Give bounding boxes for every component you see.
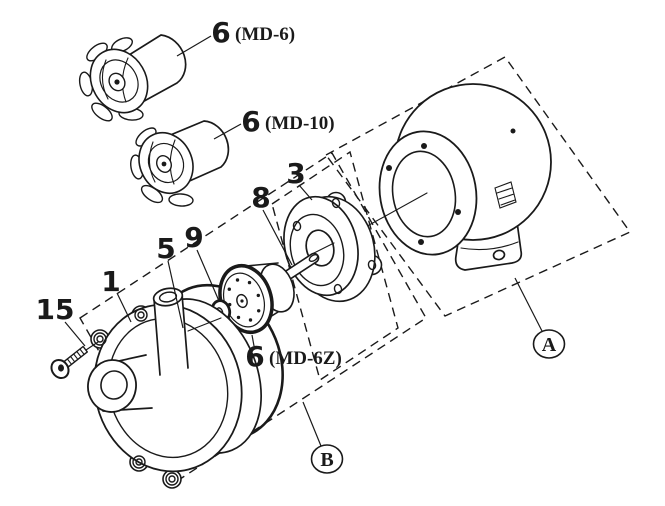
discharge-port-bore bbox=[158, 291, 178, 303]
impeller-md10 bbox=[130, 120, 230, 207]
bracket-mid-ring bbox=[289, 213, 345, 287]
motor-face-hole bbox=[455, 209, 461, 215]
pump-casing-part-1 bbox=[85, 287, 262, 489]
magnet-hub-hole bbox=[240, 299, 244, 303]
bolt-socket bbox=[58, 364, 64, 372]
dashed-outline-part3 bbox=[271, 150, 399, 382]
shaft-end-cap bbox=[308, 253, 319, 263]
leader-md6 bbox=[176, 35, 212, 57]
motor-body-screw bbox=[510, 128, 516, 134]
group-b-letter: B bbox=[320, 449, 333, 471]
motor-face-hole bbox=[421, 143, 427, 149]
magnet-disc-hole bbox=[236, 315, 241, 320]
magnet-disc-hole bbox=[257, 309, 261, 313]
magnet-disc-hole bbox=[235, 278, 240, 282]
casing-bolt-holes bbox=[93, 308, 179, 486]
group-b-circle bbox=[310, 444, 344, 474]
callout-part9: 9 bbox=[184, 221, 203, 254]
casing-center-line bbox=[187, 317, 222, 332]
motor-foot-bend-line bbox=[460, 241, 519, 251]
callout-md6z-number: 6 bbox=[245, 340, 264, 373]
leader-part5 bbox=[167, 260, 184, 329]
motor-vent-grille bbox=[494, 181, 517, 209]
callout-md6-number: 6 bbox=[211, 16, 230, 49]
bracket-ear-hole bbox=[331, 197, 341, 209]
suction-port-bore bbox=[100, 370, 128, 400]
callout-md6z-variant: (MD-6Z) bbox=[269, 348, 342, 369]
magnet-disc-hole bbox=[256, 293, 260, 298]
leader-lines bbox=[64, 35, 543, 447]
bracket-part-3 bbox=[283, 191, 383, 303]
impeller-md6 bbox=[78, 34, 187, 122]
axis-line bbox=[311, 242, 335, 255]
group-b-badge: B bbox=[310, 444, 344, 474]
leader-part15 bbox=[64, 321, 86, 347]
motor-assembly bbox=[378, 83, 552, 271]
callout-md10-number: 6 bbox=[241, 105, 260, 138]
leader-md6z bbox=[251, 334, 255, 347]
bracket-ear-hole bbox=[292, 220, 302, 232]
magnet-assembly-md6z bbox=[218, 262, 295, 334]
group-a-badge: A bbox=[532, 329, 566, 359]
leader-part3 bbox=[298, 184, 313, 201]
callout-part15: 15 bbox=[36, 293, 75, 326]
impeller-vane bbox=[168, 193, 194, 207]
magnet-disc-hole bbox=[248, 318, 253, 322]
leader-group-a bbox=[514, 277, 543, 332]
suction-port-rim bbox=[87, 359, 137, 413]
impeller-hub-hole bbox=[161, 161, 167, 167]
discharge-port-edges bbox=[153, 293, 189, 376]
magnet-disc-hole bbox=[227, 287, 231, 291]
callout-part1: 1 bbox=[101, 265, 120, 298]
axis-line bbox=[361, 192, 428, 230]
impeller-hub-hole bbox=[114, 79, 120, 85]
group-a-letter: A bbox=[542, 334, 557, 356]
callout-part5: 5 bbox=[156, 232, 175, 265]
leader-part9 bbox=[196, 249, 220, 302]
callout-md10-variant: (MD-10) bbox=[265, 113, 335, 134]
bolt-threads bbox=[66, 348, 85, 365]
callout-part3: 3 bbox=[286, 157, 305, 190]
motor-front-opening bbox=[391, 150, 457, 238]
motor-foot-hole bbox=[492, 249, 506, 261]
leader-part8 bbox=[262, 209, 293, 266]
bolt-part-15 bbox=[50, 345, 88, 380]
motor-face-hole bbox=[386, 165, 392, 171]
leader-group-b bbox=[302, 401, 322, 447]
magnet-disc-hole bbox=[247, 280, 252, 285]
bracket-ear-hole bbox=[333, 283, 343, 295]
callout-md6-variant: (MD-6) bbox=[235, 24, 295, 45]
bolt-axis-line bbox=[85, 341, 99, 351]
group-a-circle bbox=[532, 329, 566, 359]
leader-md10 bbox=[213, 123, 242, 140]
bracket-ear-hole bbox=[367, 259, 377, 271]
callout-part8: 8 bbox=[251, 181, 270, 214]
leader-part1 bbox=[116, 292, 132, 323]
impeller-vane bbox=[91, 102, 113, 122]
motor-face-hole bbox=[418, 239, 424, 245]
impeller-inner-ring bbox=[99, 59, 139, 103]
